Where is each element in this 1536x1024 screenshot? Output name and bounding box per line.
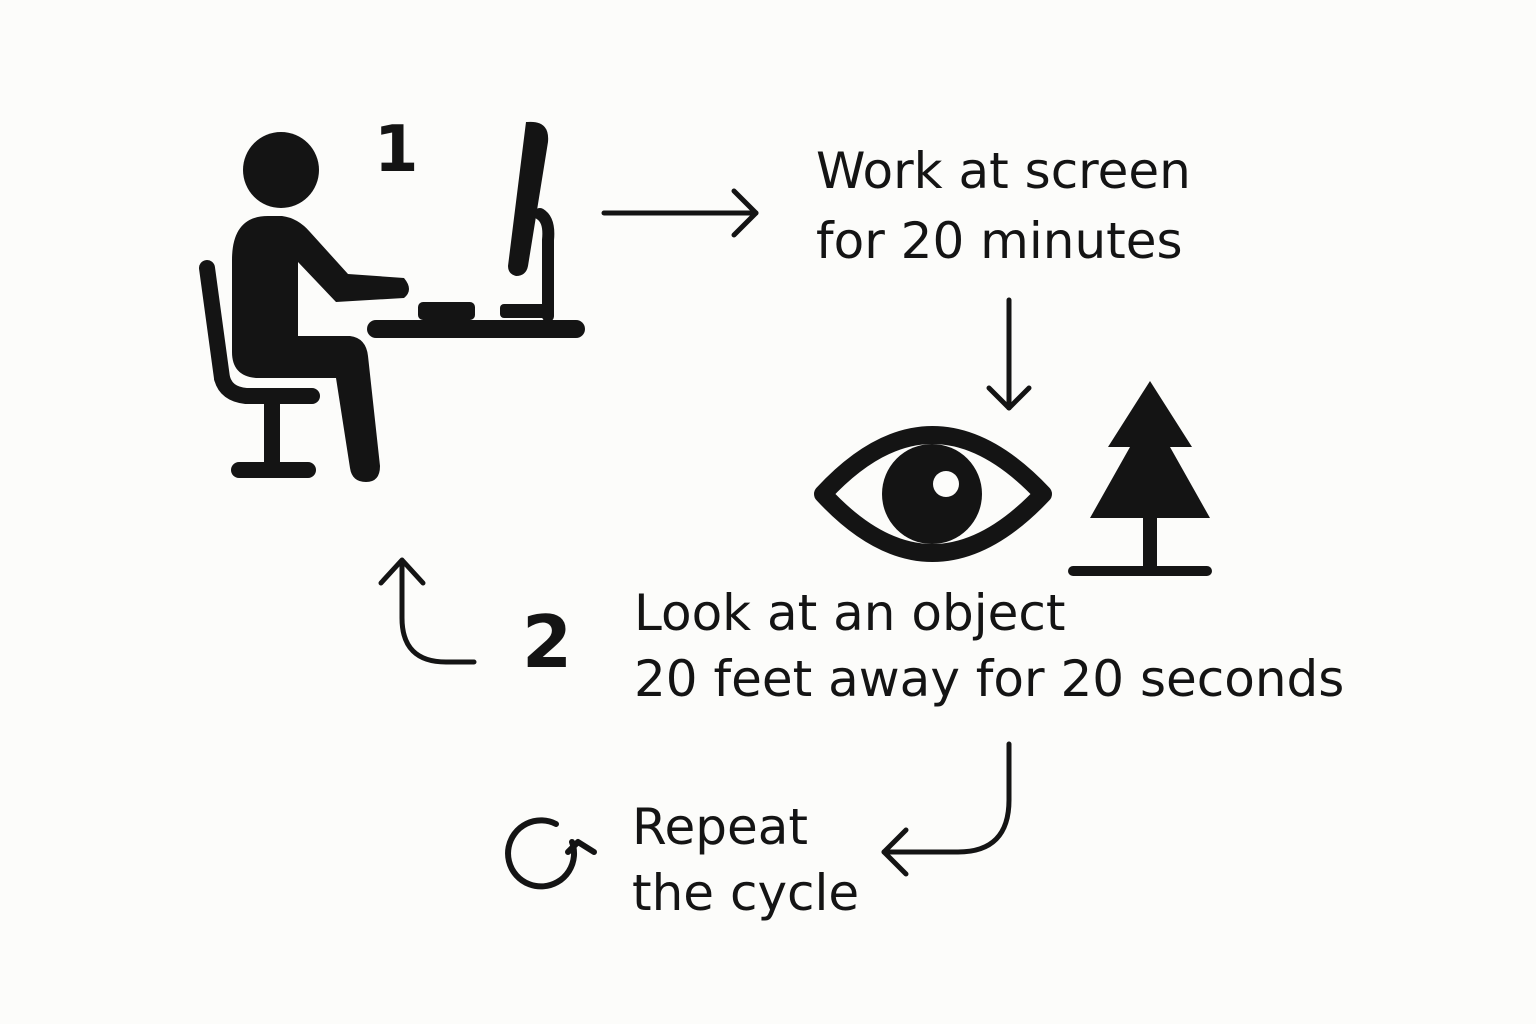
step-2-line-2: 20 feet away for 20 seconds [634,650,1345,708]
step-3-line-1: Repeat [632,798,809,856]
repeat-cycle-icon [505,817,597,890]
step-2-number: 2 [522,600,573,684]
person-at-computer-icon [199,121,585,482]
arrow-to-step1 [601,188,759,238]
step-3-line-2: the cycle [632,864,860,922]
arrow-down-to-eye [986,297,1032,411]
return-arrow [378,557,477,665]
step-1-line-1: Work at screen [816,142,1191,200]
step-1-line-2: for 20 minutes [816,212,1183,270]
step-2-line-1: Look at an object [634,584,1066,642]
arrow-to-repeat [881,741,1012,877]
tree-icon [1068,381,1212,576]
step-1-number: 1 [374,113,419,187]
eye-icon [814,426,1052,562]
